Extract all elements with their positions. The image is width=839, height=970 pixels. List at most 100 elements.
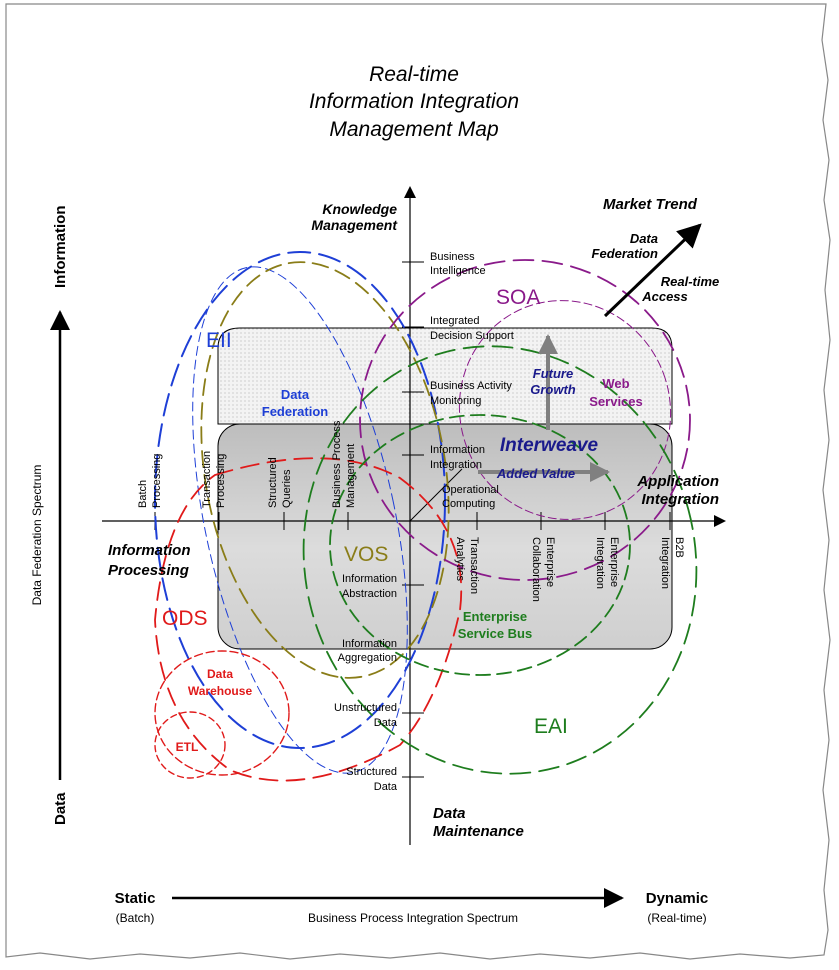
web-services-label-2: Services <box>589 394 643 409</box>
future-growth-label-2: Growth <box>530 382 576 397</box>
diagram-title: Real-time Information Integration Manage… <box>309 63 519 141</box>
y-tick-unstructured-2: Data <box>374 717 398 729</box>
x-tick-analytics-1: Transaction <box>468 537 480 594</box>
axis-information-label: Information <box>52 206 69 289</box>
added-value-label: Added Value <box>496 466 575 481</box>
quadrant-right-2: Integration <box>642 491 720 508</box>
y-tick-abstraction-1: Information <box>342 573 397 585</box>
vertical-axis-arrow <box>404 186 416 198</box>
eii-inner-boundary <box>192 266 408 774</box>
y-tick-aggregation-1: Information <box>342 638 397 650</box>
data-federation-label-2: Federation <box>262 404 329 419</box>
interweave-label: Interweave <box>500 435 599 456</box>
data-warehouse-label-1: Data <box>207 667 233 681</box>
market-trend: Market Trend Data Federation Real-time A… <box>592 196 720 304</box>
etl-boundary <box>154 711 226 779</box>
x-tick-bpm-1: Business Process <box>331 420 343 508</box>
x-tick-collaboration-2: Collaboration <box>530 537 542 602</box>
market-trend-item-2b: Access <box>641 289 688 304</box>
x-tick-b2b-2: Integration <box>659 537 671 589</box>
market-trend-title: Market Trend <box>603 196 698 213</box>
y-tick-decision-support-1: Integrated <box>430 315 480 327</box>
quadrant-right-1: Application <box>636 473 719 490</box>
x-tick-b2b-1: B2B <box>673 537 685 558</box>
y-tick-business-intelligence-1: Business <box>430 251 475 263</box>
title-line-3: Management Map <box>329 118 498 141</box>
y-tick-labels: Business Intelligence Integrated Decisio… <box>430 251 514 510</box>
y-tick-operational-1: Operational <box>442 484 499 496</box>
data-warehouse-boundary <box>154 650 290 776</box>
axis-process-spectrum-label: Business Process Integration Spectrum <box>308 911 518 925</box>
axis-data-label: Data <box>52 792 69 825</box>
y-tick-structured-1: Structured <box>346 766 397 778</box>
x-tick-queries-2: Queries <box>281 469 293 508</box>
operational-computing-line <box>409 468 463 522</box>
x-tick-transaction-1: Transaction <box>201 451 213 508</box>
outer-axis-labels: Information Data Data Federation Spectru… <box>30 206 708 926</box>
market-trend-item-2a: Real-time <box>661 274 720 289</box>
vos-label: VOS <box>344 543 388 566</box>
y-tick-operational-2: Computing <box>442 498 495 510</box>
title-line-2: Information Integration <box>309 90 519 113</box>
x-tick-bpm-2: Management <box>345 444 357 508</box>
y-tick-business-intelligence-2: Intelligence <box>430 265 486 277</box>
quadrant-top-2: Management <box>311 217 398 233</box>
x-tick-ent-integration-1: Enterprise <box>608 537 620 587</box>
x-tick-queries-1: Structured <box>267 457 279 508</box>
axis-dynamic-label: Dynamic <box>646 890 709 907</box>
y-tick-bam-2: Monitoring <box>430 395 481 407</box>
esb-label-2: Service Bus <box>458 626 532 641</box>
axis-federation-spectrum-label: Data Federation Spectrum <box>30 465 44 606</box>
quadrant-left-1: Information <box>108 542 191 559</box>
y-tick-structured-2: Data <box>374 781 398 793</box>
vos-boundary <box>200 261 450 679</box>
soa-label: SOA <box>496 286 540 309</box>
axis-static-label: Static <box>115 890 156 907</box>
data-warehouse-label-2: Warehouse <box>188 684 253 698</box>
y-tick-decision-support-2: Decision Support <box>430 330 514 342</box>
ods-boundary <box>154 457 463 782</box>
axis-batch-label: (Batch) <box>116 911 155 925</box>
quadrant-labels: Knowledge Management Data Maintenance In… <box>108 201 719 840</box>
x-tick-batch-1: Batch <box>137 480 149 508</box>
quadrant-bottom-1: Data <box>433 805 466 822</box>
x-tick-collaboration-1: Enterprise <box>544 537 556 587</box>
title-line-1: Real-time <box>369 63 459 86</box>
y-tick-info-integration-2: Integration <box>430 459 482 471</box>
x-tick-batch-2: Processing <box>151 454 163 508</box>
axis-realtime-label: (Real-time) <box>647 911 706 925</box>
esb-boundary <box>329 414 631 676</box>
eii-label: EII <box>206 329 232 352</box>
x-tick-labels-right: Transaction Analytics Enterprise Collabo… <box>454 537 685 602</box>
x-tick-transaction-2: Processing <box>215 454 227 508</box>
market-trend-item-1b: Federation <box>592 246 659 261</box>
y-tick-abstraction-2: Abstraction <box>342 588 397 600</box>
y-tick-bam-1: Business Activity <box>430 380 512 392</box>
web-services-label-1: Web <box>602 376 629 391</box>
x-tick-ent-integration-2: Integration <box>594 537 606 589</box>
market-trend-arrow <box>603 223 702 318</box>
x-tick-labels-left: Batch Processing Transaction Processing … <box>137 420 357 508</box>
web-services-boundary <box>458 300 672 520</box>
dashed-regions <box>154 251 698 782</box>
ods-label: ODS <box>162 607 208 630</box>
eai-boundary <box>302 345 698 775</box>
market-trend-item-1a: Data <box>630 231 658 246</box>
quadrant-top-1: Knowledge <box>322 201 397 217</box>
horizontal-axis-arrow <box>714 515 726 527</box>
soa-boundary <box>359 259 691 581</box>
future-growth-label-1: Future <box>533 366 573 381</box>
y-tick-aggregation-2: Aggregation <box>338 652 397 664</box>
quadrant-left-2: Processing <box>108 562 189 579</box>
y-tick-labels-lower: Information Abstraction Information Aggr… <box>334 573 398 793</box>
region-labels: EII SOA VOS ODS EAI Data Warehouse ETL D… <box>162 286 643 754</box>
quadrant-bottom-2: Maintenance <box>433 823 524 840</box>
eai-label: EAI <box>534 715 568 738</box>
data-federation-region <box>217 327 673 425</box>
y-tick-info-integration-1: Information <box>430 444 485 456</box>
y-tick-unstructured-1: Unstructured <box>334 702 397 714</box>
data-federation-label-1: Data <box>281 387 310 402</box>
esb-label-1: Enterprise <box>463 609 527 624</box>
